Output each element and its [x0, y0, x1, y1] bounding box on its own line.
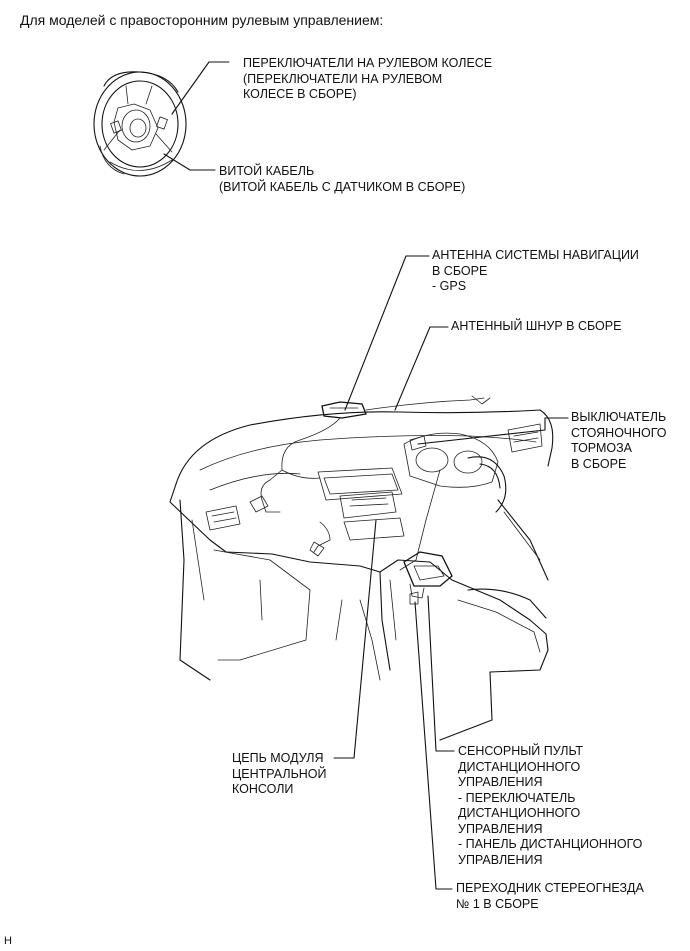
label-remote-touch: СЕНСОРНЫЙ ПУЛЬТ ДИСТАНЦИОННОГО УПРАВЛЕНИ… — [458, 744, 642, 868]
label-line: ЦЕПЬ МОДУЛЯ — [232, 751, 324, 765]
label-line: УПРАВЛЕНИЯ — [458, 775, 543, 789]
label-antenna-cord: АНТЕННЫЙ ШНУР В СБОРЕ — [451, 319, 621, 335]
label-line: - ПАНЕЛЬ ДИСТАНЦИОННОГО — [458, 837, 643, 851]
label-line: ЦЕНТРАЛЬНОЙ — [232, 766, 327, 781]
dashboard-illustration — [169, 395, 554, 741]
figure-code: H — [4, 935, 12, 947]
label-line: ПЕРЕКЛЮЧАТЕЛИ НА РУЛЕВОМ КОЛЕСЕ — [243, 56, 493, 70]
label-line: № 1 В СБОРЕ — [456, 896, 539, 911]
label-parking-brake-switch: ВЫКЛЮЧАТЕЛЬ СТОЯНОЧНОГО ТОРМОЗА В СБОРЕ — [571, 410, 667, 472]
label-line: - GPS — [432, 279, 467, 293]
label-line: ПЕРЕХОДНИК СТЕРЕОГНЕЗДА — [456, 881, 644, 895]
leader-lines-main — [333, 255, 569, 890]
label-line: АНТЕННЫЙ ШНУР В СБОРЕ — [451, 319, 622, 333]
label-line: УПРАВЛЕНИЯ — [458, 821, 543, 836]
label-line: ДИСТАНЦИОННОГО — [458, 759, 581, 774]
label-line: СТОЯНОЧНОГО — [571, 425, 667, 440]
label-console-module: ЦЕПЬ МОДУЛЯ ЦЕНТРАЛЬНОЙ КОНСОЛИ — [232, 751, 327, 798]
label-line: АНТЕННА СИСТЕМЫ НАВИГАЦИИ — [432, 248, 639, 262]
label-line: СЕНСОРНЫЙ ПУЛЬТ — [458, 744, 584, 758]
page-heading: Для моделей с правосторонним рулевым упр… — [20, 12, 384, 28]
label-line: ВЫКЛЮЧАТЕЛЬ — [571, 410, 667, 424]
label-line: ВИТОЙ КАБЕЛЬ — [219, 164, 315, 178]
label-line: (ПЕРЕКЛЮЧАТЕЛИ НА РУЛЕВОМ — [243, 71, 443, 86]
label-line: В СБОРЕ — [571, 456, 627, 471]
label-line: КОЛЕСЕ В СБОРЕ) — [243, 87, 357, 101]
label-line: ТОРМОЗА — [571, 441, 633, 455]
label-line: (ВИТОЙ КАБЕЛЬ С ДАТЧИКОМ В СБОРЕ) — [219, 179, 466, 194]
label-line: УПРАВЛЕНИЯ — [458, 852, 543, 867]
label-line: В СБОРЕ — [432, 263, 488, 278]
steering-wheel-illustration — [93, 71, 187, 177]
label-line: - ПЕРЕКЛЮЧАТЕЛЬ — [458, 790, 576, 805]
leader-lines-top — [163, 61, 230, 171]
label-line: КОНСОЛИ — [232, 782, 294, 796]
label-steering-switches: ПЕРЕКЛЮЧАТЕЛИ НА РУЛЕВОМ КОЛЕСЕ (ПЕРЕКЛЮ… — [243, 56, 492, 103]
label-stereo-jack: ПЕРЕХОДНИК СТЕРЕОГНЕЗДА № 1 В СБОРЕ — [456, 881, 644, 912]
label-spiral-cable: ВИТОЙ КАБЕЛЬ (ВИТОЙ КАБЕЛЬ С ДАТЧИКОМ В … — [219, 164, 465, 195]
label-nav-antenna: АНТЕННА СИСТЕМЫ НАВИГАЦИИ В СБОРЕ - GPS — [432, 248, 639, 295]
label-line: ДИСТАНЦИОННОГО — [458, 806, 581, 820]
